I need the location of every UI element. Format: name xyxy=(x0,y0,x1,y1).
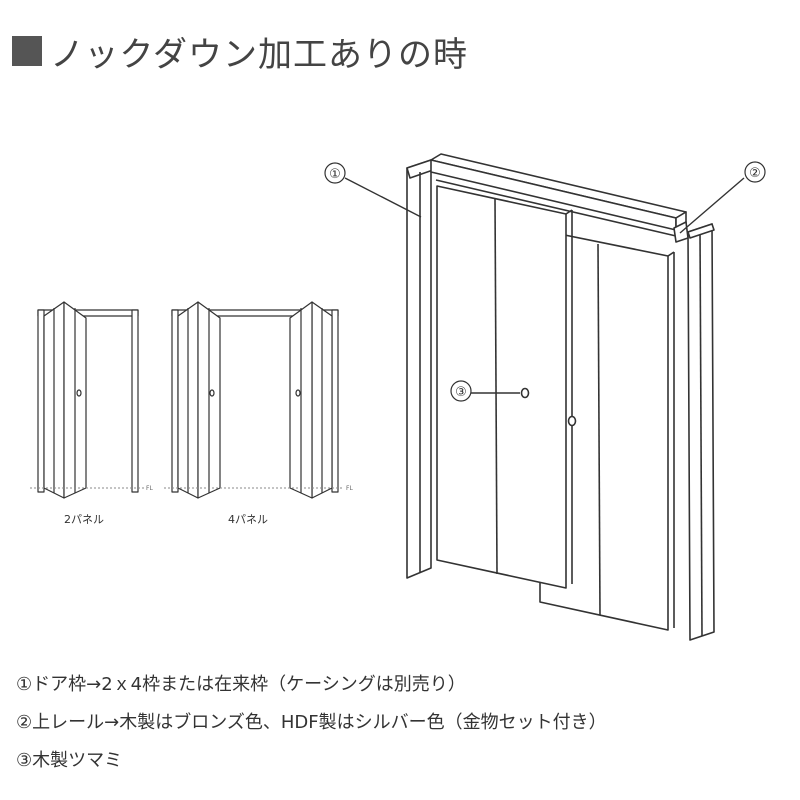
fl-label-4panel: FL xyxy=(346,485,353,492)
callout-1-label: ① xyxy=(329,167,341,182)
note-door-frame: ①ドア枠→2ｘ4枠または在来枠（ケーシングは別売り） xyxy=(16,674,466,695)
door-diagram: ① ② ③ FL FL xyxy=(30,153,766,641)
right-jamb xyxy=(687,223,715,641)
front-door-panels xyxy=(436,185,573,589)
knob-front-icon xyxy=(520,387,530,399)
left-jamb xyxy=(406,159,434,579)
note-knob: ③木製ツマミ xyxy=(16,750,123,771)
callout-leaders xyxy=(344,177,745,394)
small-2panel-door xyxy=(37,301,139,499)
notes-list: ①ドア枠→2ｘ4枠または在来枠（ケーシングは別売り） ②上レール→木製はブロンズ… xyxy=(16,666,607,780)
callout-2-label: ② xyxy=(749,166,761,181)
caption-4panel: 4パネル xyxy=(228,513,268,526)
top-rail xyxy=(430,153,689,243)
note-top-rail: ②上レール→木製はブロンズ色、HDF製はシルバー色（金物セット付き） xyxy=(16,712,607,733)
caption-2panel: 2パネル xyxy=(64,513,104,526)
page-title: ノックダウン加工ありの時 xyxy=(12,26,468,76)
knob-rear-icon xyxy=(567,415,577,427)
callout-3-label: ③ xyxy=(455,385,467,400)
fl-label-2panel: FL xyxy=(146,485,153,492)
title-square-icon xyxy=(12,36,42,66)
small-4panel-door xyxy=(171,301,339,499)
title-text: ノックダウン加工ありの時 xyxy=(50,34,468,75)
